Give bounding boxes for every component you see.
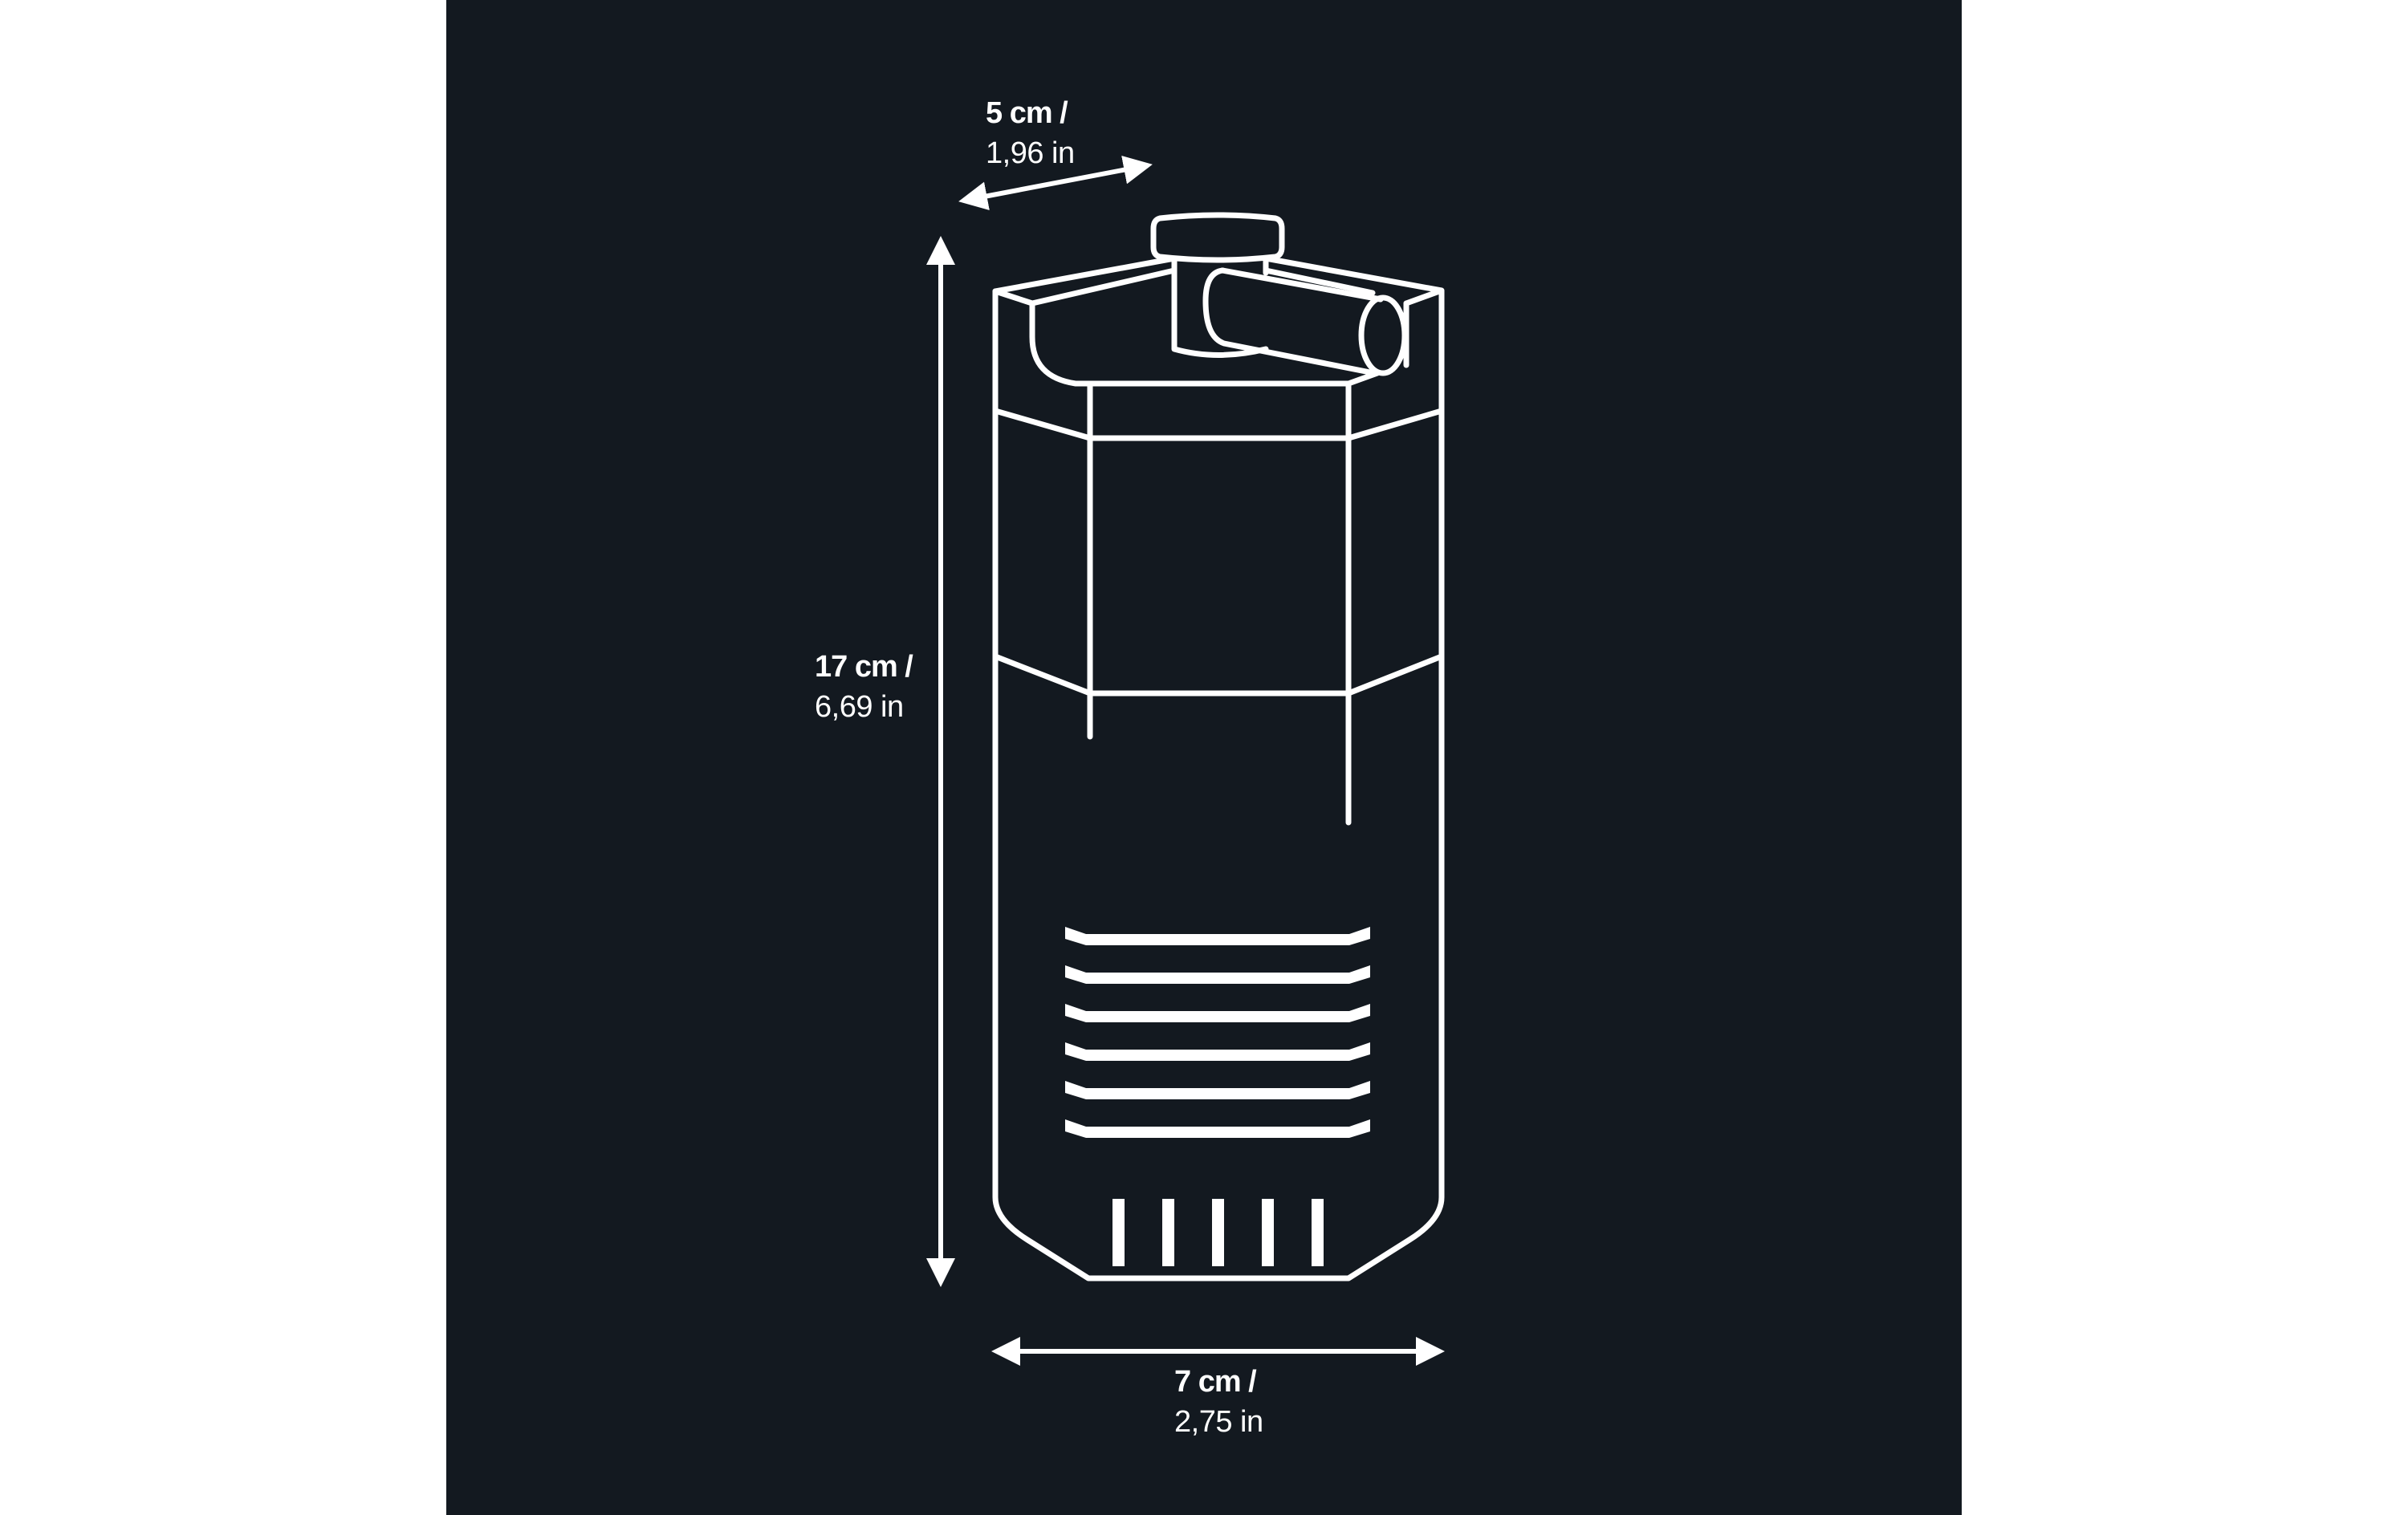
height-imperial: 6,69 in: [815, 690, 904, 724]
filter-cap: [1150, 212, 1285, 358]
diagram-panel: [446, 0, 1962, 1515]
width-label: 7 cm / 2,75 in: [1174, 1362, 1263, 1442]
width-metric: 7 cm /: [1174, 1365, 1257, 1399]
depth-metric: 5 cm /: [986, 96, 1068, 130]
outlet-pipe: [1202, 267, 1408, 376]
intake-slots: [1065, 927, 1370, 1138]
height-metric: 17 cm /: [815, 650, 913, 684]
filter-body-outline: [992, 255, 1445, 1281]
depth-imperial: 1,96 in: [986, 136, 1075, 170]
depth-arrow-icon: [958, 155, 1153, 211]
height-label: 17 cm / 6,69 in: [815, 647, 913, 727]
bottom-vents: [1112, 1199, 1324, 1266]
width-imperial: 2,75 in: [1174, 1405, 1263, 1439]
depth-label: 5 cm / 1,96 in: [986, 93, 1075, 173]
